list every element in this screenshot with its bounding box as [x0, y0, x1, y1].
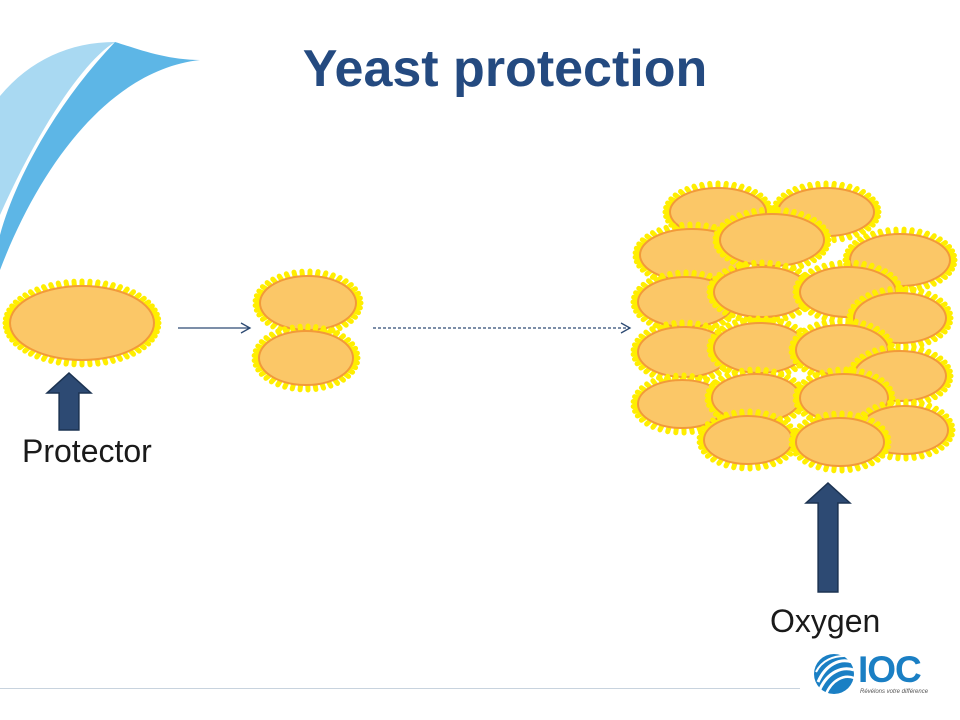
- right-arrow-short: [178, 322, 252, 334]
- yeast-cell-bud-bottom: [251, 323, 361, 393]
- cell-body: [719, 213, 825, 267]
- ioc-logo: IOC Révélons votre différence: [812, 650, 942, 700]
- right-arrow-long: [373, 322, 632, 334]
- protector-arrow: [45, 371, 93, 431]
- cell-body: [795, 417, 885, 467]
- cell-body: [259, 275, 357, 331]
- yeast-cell-colony: [630, 372, 734, 436]
- cell-body: [703, 415, 793, 465]
- arrow-head: [240, 322, 252, 334]
- oxygen-arrow: [804, 481, 852, 593]
- yeast-cell-colony: [696, 408, 800, 472]
- logo-text: IOC: [858, 649, 922, 690]
- slide-title: Yeast protection: [302, 40, 708, 98]
- oxygen-label: Oxygen: [770, 603, 881, 639]
- globe-icon: [814, 654, 855, 695]
- logo-tagline: Révélons votre différence: [860, 689, 929, 695]
- cell-body: [9, 285, 155, 361]
- yeast-cell-colony: [788, 410, 892, 474]
- cell-body: [258, 330, 354, 386]
- stripe-mid: [0, 42, 200, 270]
- stripe-light: [0, 42, 115, 215]
- arrow-head: [620, 322, 632, 334]
- yeast-cell-single: [2, 278, 162, 368]
- protector-label: Protector: [22, 433, 152, 469]
- footer-divider: [0, 688, 800, 689]
